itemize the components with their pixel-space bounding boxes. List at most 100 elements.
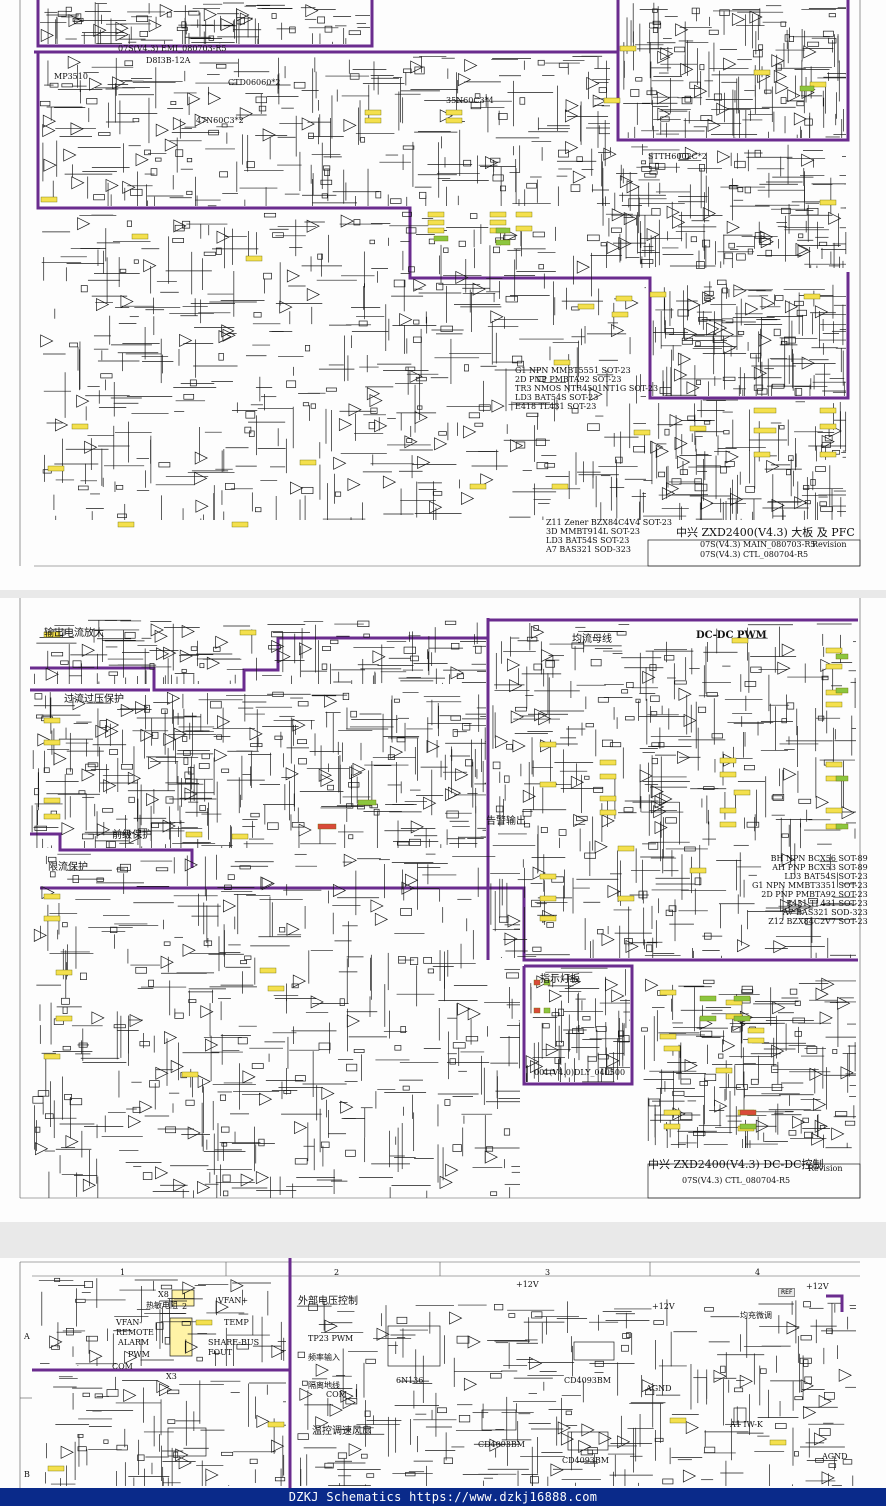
net-label-highlight: [489, 219, 507, 226]
opamp-symbol: [457, 73, 472, 87]
component: [160, 1284, 173, 1290]
component: [364, 1410, 371, 1417]
opamp-symbol: [669, 413, 683, 428]
component: [781, 833, 789, 838]
component: [530, 1476, 539, 1484]
component: [576, 156, 583, 162]
pin-pwm: PWM: [128, 1350, 150, 1359]
component: [744, 186, 752, 194]
component: [662, 1478, 674, 1485]
opamp-symbol: [651, 800, 665, 814]
component: [409, 838, 421, 846]
component: [54, 1277, 61, 1282]
opamp-symbol: [105, 178, 119, 193]
component: [805, 918, 813, 926]
component: [694, 478, 702, 484]
opamp-symbol: [650, 785, 664, 799]
opamp-symbol: [61, 822, 75, 836]
component: [741, 985, 753, 993]
component: [148, 979, 154, 987]
component: [506, 744, 513, 750]
component: [580, 1449, 593, 1456]
opamp-symbol: [811, 1132, 825, 1146]
opamp-symbol: [77, 217, 91, 231]
component: [818, 241, 828, 246]
component: [646, 90, 657, 96]
component: [405, 1472, 416, 1477]
opamp-symbol: [605, 978, 619, 992]
component: [704, 932, 712, 940]
row-label-a: A: [24, 1332, 30, 1341]
net-label-highlight: [495, 227, 511, 234]
opamp-symbol: [801, 356, 815, 370]
component: [775, 295, 784, 301]
opamp-symbol: [89, 77, 103, 91]
opamp-symbol: [510, 710, 524, 724]
component: [182, 220, 191, 229]
ic-cd4093: [567, 1431, 609, 1451]
opamp-symbol: [772, 1001, 786, 1015]
opamp-symbol: [389, 745, 404, 759]
component: [136, 15, 149, 23]
component: [43, 767, 50, 773]
component: [245, 411, 256, 419]
component: [155, 867, 169, 872]
component: [495, 805, 504, 813]
opamp-symbol: [666, 482, 680, 496]
opamp-symbol: [541, 648, 555, 663]
net-label-highlight: [515, 211, 533, 218]
optocoupler-6n136: [387, 1325, 441, 1367]
opamp-symbol: [661, 486, 676, 501]
component: [490, 1373, 502, 1379]
component: [301, 486, 314, 494]
component: [694, 877, 702, 886]
section-share-bus: 均流母线: [572, 634, 612, 645]
component: [788, 1130, 797, 1136]
component: [689, 81, 701, 89]
net-label-highlight: [43, 1053, 61, 1060]
opamp-symbol: [68, 13, 82, 28]
opamp-symbol: [578, 1439, 592, 1453]
net-label-highlight: [185, 831, 203, 838]
opamp-symbol: [159, 1383, 173, 1397]
component: [796, 101, 805, 107]
opamp-symbol: [206, 656, 221, 670]
opamp-symbol: [821, 1471, 835, 1485]
component: [444, 1099, 451, 1106]
opamp-symbol: [146, 793, 160, 807]
component: [746, 821, 760, 828]
component: [78, 485, 89, 491]
agnd-label: AGND: [646, 1384, 672, 1393]
component: [450, 715, 461, 721]
component: [289, 26, 296, 34]
component: [400, 908, 412, 916]
net-label-highlight: [835, 775, 849, 782]
component: [736, 1084, 748, 1090]
component: [132, 1106, 141, 1113]
opamp-symbol: [374, 419, 388, 433]
component: [48, 856, 57, 863]
opamp-symbol: [72, 697, 86, 711]
net-label-highlight: [364, 109, 382, 116]
net-label-highlight: [825, 807, 843, 814]
opamp-symbol: [187, 92, 201, 106]
net-label-highlight: [43, 739, 61, 746]
supply-label: +12V: [516, 1280, 539, 1289]
component: [736, 253, 746, 261]
component: [789, 988, 798, 995]
component: [651, 208, 661, 216]
component: [543, 1069, 556, 1075]
component: [641, 160, 646, 165]
component: [804, 118, 813, 126]
component: [410, 655, 419, 662]
component: [350, 710, 357, 718]
title-block: [647, 1163, 861, 1199]
opamp-symbol: [376, 1327, 390, 1341]
component: [771, 1083, 783, 1091]
component: [49, 871, 56, 878]
com-label: COM: [326, 1390, 347, 1399]
component: [555, 1040, 564, 1047]
opamp-symbol: [594, 840, 608, 854]
component: [780, 97, 787, 104]
opamp-symbol: [127, 1115, 142, 1129]
